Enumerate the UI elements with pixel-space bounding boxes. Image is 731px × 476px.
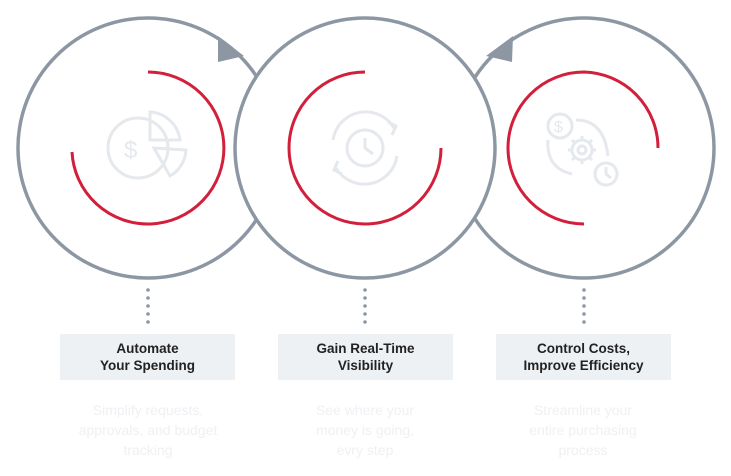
arrow-left-icon xyxy=(486,36,513,62)
step3-title: Control Costs, Improve Efficiency xyxy=(496,334,671,380)
step2-title-line2: Visibility xyxy=(337,358,394,373)
step1-dotted-connector xyxy=(146,288,150,324)
step1-accent-arc xyxy=(70,70,226,226)
step1-title-line1: Automate xyxy=(116,341,179,356)
step2-desc-line1: See where your xyxy=(315,402,415,418)
step1-desc-line2: approvals, and budget xyxy=(78,422,218,438)
step1-description: Simplify requests, approvals, and budget… xyxy=(48,400,248,460)
step2-title-line1: Gain Real-Time xyxy=(316,341,415,356)
step3-description: Streamline your entire purchasing proces… xyxy=(483,400,683,460)
step3-desc-line2: entire purchasing xyxy=(529,422,637,438)
step3-title-line1: Control Costs, xyxy=(536,341,630,356)
pie-chart-dollar-icon: $ xyxy=(106,110,188,180)
step3-desc-line3: process xyxy=(558,442,608,458)
step3-accent-arc xyxy=(506,70,660,226)
step3-dotted-connector xyxy=(582,288,586,324)
step1-desc-line3: tracking xyxy=(123,442,173,458)
svg-text:$: $ xyxy=(554,119,563,136)
step2-dotted-connector xyxy=(363,288,367,324)
clock-refresh-icon xyxy=(331,110,399,186)
step2-desc-line2: money is going, xyxy=(315,422,415,438)
step3-title-line2: Improve Efficiency xyxy=(523,358,644,373)
svg-text:$: $ xyxy=(124,137,137,164)
step2-accent-arc xyxy=(287,70,443,226)
step2-desc-line3: evry step xyxy=(336,442,394,458)
dollar-gear-clock-icon: $ xyxy=(546,112,619,187)
step1-desc-line1: Simplify requests, xyxy=(92,402,204,418)
step2-description: See where your money is going, evry step xyxy=(265,400,465,460)
step3-desc-line1: Streamline your xyxy=(533,402,633,418)
step1-title-line2: Your Spending xyxy=(100,358,195,373)
arrow-right-icon xyxy=(218,36,244,62)
